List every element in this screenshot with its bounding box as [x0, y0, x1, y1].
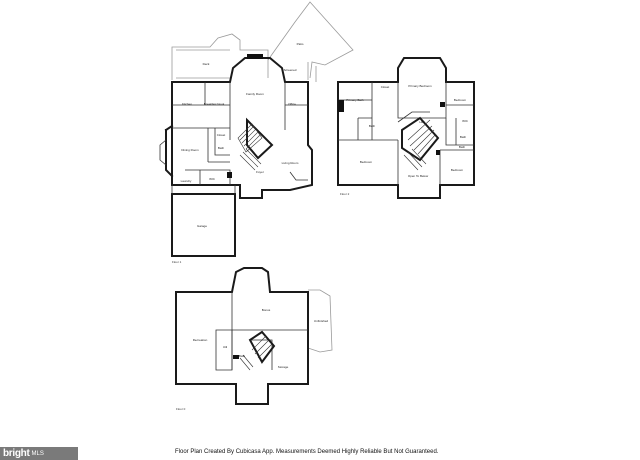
label-bath-f0: Bath — [238, 354, 246, 358]
label-office: Office — [288, 102, 296, 106]
label-deck: Deck — [202, 62, 210, 66]
label-primary-bedroom: Primary Bedroom — [408, 84, 432, 88]
label-bath-f1: Bath — [217, 146, 225, 150]
label-foyer: Foyer — [256, 170, 264, 174]
label-bedroom-c: Bedroom — [450, 168, 464, 172]
label-bedroom-a: Bedroom — [453, 98, 467, 102]
label-bath-c-f2: Bath — [458, 145, 466, 149]
label-unfinished: Unfinished — [313, 319, 329, 323]
label-closet: Closet — [216, 133, 226, 137]
label-garage: Garage — [196, 224, 208, 228]
floor-1-plan — [159, 1, 354, 257]
label-laundry: Laundry — [180, 179, 192, 183]
floor-2-plan — [337, 57, 475, 199]
label-patio: Patio — [296, 42, 304, 46]
label-dining: Dining Room — [181, 148, 199, 152]
floor-2-label: Floor 2 — [340, 192, 350, 196]
label-living: Living Room — [281, 161, 299, 165]
label-kitchen: Kitchen — [181, 102, 193, 106]
label-bath-b-f2: Bath — [459, 135, 467, 139]
label-wic-f1: WIC — [209, 177, 215, 181]
label-screened: Screened — [283, 68, 297, 72]
label-wic-f2: WIC — [462, 119, 468, 123]
label-open-to-below: Open To Below — [407, 174, 429, 178]
label-bonus: Bonus — [261, 308, 271, 312]
label-breakfast: Breakfast Nook — [203, 102, 225, 106]
floor-0-label: Floor 0 — [176, 407, 186, 411]
bright-mls-logo: bright MLS — [0, 447, 78, 460]
label-closet-f2: Closet — [380, 85, 390, 89]
label-family-room: Family Room — [246, 92, 264, 96]
logo-wordmark: bright — [3, 448, 30, 459]
floor-plan-disclaimer: Floor Plan Created By Cubicasa App. Meas… — [175, 449, 439, 455]
label-storage: Storage — [277, 365, 289, 369]
logo-subtext: MLS — [31, 450, 44, 457]
label-hall-f2: Hall — [419, 120, 425, 124]
label-primary-bath: Primary Bath — [346, 98, 364, 102]
label-bath-a-f2: Bath — [368, 124, 376, 128]
floor-1-label: Floor 1 — [172, 260, 182, 264]
floor-0-plan — [175, 267, 333, 405]
label-util: Util — [222, 345, 228, 349]
label-recreation: Recreation — [192, 338, 208, 342]
label-bedroom-b: Bedroom — [359, 160, 373, 164]
